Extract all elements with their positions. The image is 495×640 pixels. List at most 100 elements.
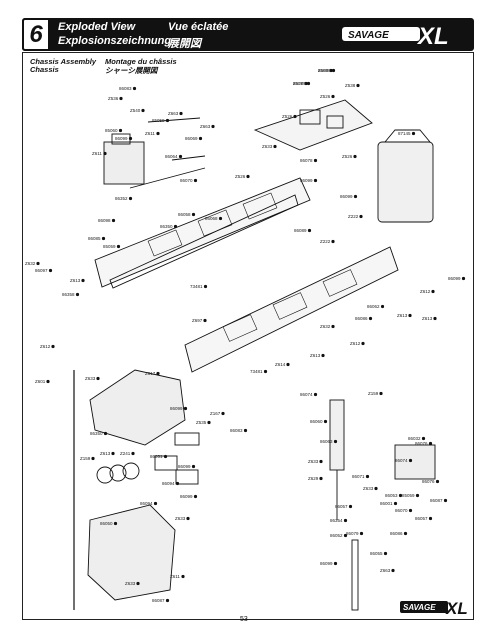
screw-marker bbox=[353, 154, 357, 159]
screw-marker bbox=[218, 216, 223, 221]
screw-marker bbox=[193, 494, 198, 499]
screw-marker bbox=[128, 136, 133, 141]
screw-marker bbox=[307, 228, 312, 233]
part-label: Z526 bbox=[235, 174, 246, 179]
screw-marker bbox=[408, 458, 413, 463]
part-label: 86052 bbox=[330, 533, 343, 538]
screw-marker bbox=[379, 391, 383, 396]
screw-marker bbox=[319, 459, 323, 464]
section-label-jp: シャーシ展開図 bbox=[105, 66, 158, 75]
part-label: Z526 bbox=[320, 94, 331, 99]
part-label: 86099 bbox=[320, 561, 333, 566]
part-label: Z633 bbox=[85, 376, 96, 381]
section-label-en: Chassis Assembly bbox=[30, 57, 97, 66]
screw-marker bbox=[359, 531, 364, 536]
part-label: Z612 bbox=[350, 341, 361, 346]
part-label: Z613 bbox=[70, 278, 81, 283]
part-label: Z580 bbox=[318, 68, 329, 73]
screw-marker bbox=[48, 268, 53, 273]
screw-marker bbox=[103, 431, 108, 436]
screw-marker bbox=[273, 144, 277, 149]
screw-marker bbox=[313, 178, 318, 183]
screw-marker bbox=[398, 493, 403, 498]
part-label: 86099 bbox=[340, 194, 353, 199]
screw-marker bbox=[243, 428, 248, 433]
page-number: 53 bbox=[240, 616, 248, 623]
part-label: 86085 bbox=[88, 236, 101, 241]
housing bbox=[89, 369, 186, 446]
screw-marker bbox=[348, 504, 353, 509]
screw-marker bbox=[156, 131, 160, 136]
part-label: Z663 bbox=[380, 568, 391, 573]
savage-xl-logo: SAVAGE XL bbox=[342, 23, 449, 47]
part-label: 86001 bbox=[380, 501, 393, 506]
receiver-box bbox=[377, 141, 434, 223]
screw-marker bbox=[101, 236, 106, 241]
part-label: 86083 bbox=[230, 428, 243, 433]
part-label: 86058 bbox=[178, 212, 191, 217]
part-label: 86098 bbox=[98, 218, 111, 223]
part-label: 86099 bbox=[115, 136, 128, 141]
part-label: 86350 bbox=[90, 431, 103, 436]
part-label: 86099 bbox=[170, 406, 183, 411]
part-label: Z167 bbox=[210, 411, 221, 416]
screw-marker bbox=[304, 81, 308, 86]
part-label: 86087 bbox=[430, 498, 443, 503]
part-label: 86053 bbox=[385, 493, 398, 498]
part-label: Z222 bbox=[320, 239, 331, 244]
svg-text:XL: XL bbox=[416, 23, 449, 47]
part-label: 86358 bbox=[62, 292, 75, 297]
part-label: Z613 bbox=[100, 451, 111, 456]
part-label: Z614 bbox=[275, 362, 286, 367]
part-label: Z536 bbox=[108, 96, 119, 101]
part-label: Z633 bbox=[175, 516, 186, 521]
screw-marker bbox=[131, 451, 135, 456]
part-label: Z538 bbox=[345, 83, 356, 88]
screw-marker bbox=[383, 551, 388, 556]
part-label: Z159 bbox=[368, 391, 379, 396]
screw-marker bbox=[333, 561, 338, 566]
part-label: 86062 bbox=[367, 304, 380, 309]
part-label: 86094 bbox=[140, 501, 153, 506]
savage-xl-footer-logo: SAVAGE XL bbox=[400, 599, 468, 617]
screw-marker bbox=[411, 131, 416, 136]
screw-marker bbox=[203, 318, 207, 323]
screw-marker bbox=[331, 94, 335, 99]
screw-marker bbox=[186, 516, 190, 521]
screw-marker bbox=[431, 289, 435, 294]
part-label: 86060 bbox=[310, 419, 323, 424]
part-label: Z601 bbox=[35, 379, 46, 384]
part-label: Z663 bbox=[168, 111, 179, 116]
part-label: 86057 bbox=[415, 516, 428, 521]
part-label: Z159 bbox=[80, 456, 91, 461]
screw-marker bbox=[286, 362, 290, 367]
svg-text:SAVAGE: SAVAGE bbox=[348, 30, 389, 41]
part-label: Z633 bbox=[363, 486, 374, 491]
screw-marker bbox=[313, 158, 318, 163]
screw-marker bbox=[211, 124, 215, 129]
part-label: 86079 bbox=[293, 81, 306, 86]
right-box bbox=[394, 444, 436, 480]
part-label: 86099 bbox=[448, 276, 461, 281]
screw-marker bbox=[393, 501, 398, 506]
part-label: 85059 bbox=[402, 493, 415, 498]
screw-marker bbox=[421, 436, 426, 441]
screw-marker bbox=[321, 353, 325, 358]
part-label: 85059 bbox=[103, 244, 116, 249]
part-label: Z613 bbox=[397, 313, 408, 318]
screw-marker bbox=[415, 493, 420, 498]
screw-marker bbox=[173, 224, 178, 229]
screw-marker bbox=[181, 574, 185, 579]
part-label: Z697 bbox=[192, 318, 203, 323]
part-label: 85059 bbox=[152, 118, 165, 123]
screw-marker bbox=[165, 598, 170, 603]
screw-marker bbox=[361, 341, 365, 346]
part-label: Z633 bbox=[308, 459, 319, 464]
screw-marker bbox=[198, 136, 203, 141]
part-label: 73481 bbox=[250, 369, 263, 374]
part-label: Z540 bbox=[130, 108, 141, 113]
part-label: 86078 bbox=[300, 158, 313, 163]
part-label: 86055 bbox=[370, 551, 383, 556]
screw-marker bbox=[356, 83, 360, 88]
screw-marker bbox=[153, 501, 158, 506]
